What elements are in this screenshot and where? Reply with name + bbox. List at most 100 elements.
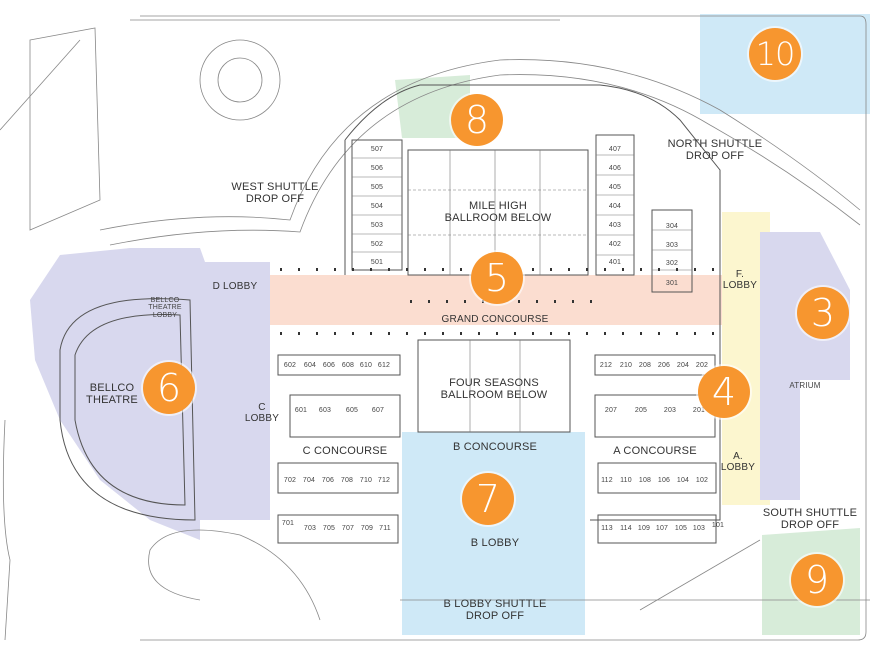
room-103: 103 bbox=[692, 525, 706, 532]
column-dot bbox=[464, 300, 466, 303]
label-d-lobby: D LOBBY bbox=[212, 281, 258, 292]
column-dot bbox=[406, 332, 408, 335]
column-dot bbox=[590, 300, 592, 303]
zone-4-area[interactable] bbox=[722, 212, 770, 505]
room-710: 710 bbox=[359, 477, 373, 484]
label-bellco-theatre: BELLCO THEATRE bbox=[86, 382, 138, 406]
room-706: 706 bbox=[321, 477, 335, 484]
column-dot bbox=[658, 332, 660, 335]
column-dot bbox=[604, 268, 606, 271]
column-dot bbox=[316, 268, 318, 271]
column-dot bbox=[442, 332, 444, 335]
column-dot bbox=[518, 300, 520, 303]
label-c-lobby: C LOBBY bbox=[244, 402, 280, 424]
room-210: 210 bbox=[619, 362, 633, 369]
room-109: 109 bbox=[637, 525, 651, 532]
column-dot bbox=[460, 268, 462, 271]
room-205: 205 bbox=[634, 407, 648, 414]
column-dot bbox=[622, 332, 624, 335]
column-dot bbox=[536, 300, 538, 303]
room-406: 406 bbox=[608, 165, 622, 172]
column-dot bbox=[352, 332, 354, 335]
column-dot bbox=[352, 268, 354, 271]
zone-marker-6[interactable]: 6 bbox=[143, 362, 195, 414]
label-c-concourse: C CONCOURSE bbox=[302, 445, 388, 457]
label-south-shuttle-drop-off: SOUTH SHUTTLE DROP OFF bbox=[762, 507, 858, 531]
room-707: 707 bbox=[341, 525, 355, 532]
label-north-shuttle-drop-off: NORTH SHUTTLE DROP OFF bbox=[667, 138, 763, 162]
column-dot bbox=[676, 268, 678, 271]
column-dot bbox=[460, 332, 462, 335]
room-104: 104 bbox=[676, 477, 690, 484]
column-dot bbox=[280, 332, 282, 335]
column-dot bbox=[658, 268, 660, 271]
zone-marker-3[interactable]: 3 bbox=[797, 287, 849, 339]
label-mile-high-ballroom: MILE HIGH BALLROOM BELOW bbox=[444, 200, 552, 224]
label-f-lobby: F. LOBBY bbox=[722, 269, 758, 291]
room-303: 303 bbox=[665, 242, 679, 249]
column-dot bbox=[676, 332, 678, 335]
room-702: 702 bbox=[283, 477, 297, 484]
column-dot bbox=[410, 300, 412, 303]
room-dividers bbox=[352, 150, 692, 432]
room-712: 712 bbox=[377, 477, 391, 484]
room-402: 402 bbox=[608, 241, 622, 248]
room-701: 701 bbox=[281, 520, 295, 527]
room-101: 101 bbox=[711, 522, 725, 529]
column-dot bbox=[568, 332, 570, 335]
column-dot bbox=[424, 268, 426, 271]
zone-marker-4[interactable]: 4 bbox=[698, 366, 750, 418]
label-b-concourse: B CONCOURSE bbox=[452, 441, 538, 453]
column-dot bbox=[622, 268, 624, 271]
column-dot bbox=[482, 300, 484, 303]
label-atrium: ATRIUM bbox=[789, 381, 821, 390]
room-304: 304 bbox=[665, 223, 679, 230]
room-401: 401 bbox=[608, 259, 622, 266]
room-110: 110 bbox=[620, 477, 632, 484]
room-605: 605 bbox=[345, 407, 359, 414]
column-dot bbox=[280, 268, 282, 271]
zone-marker-7[interactable]: 7 bbox=[462, 473, 514, 525]
column-dot bbox=[442, 268, 444, 271]
zone-marker-10[interactable]: 10 bbox=[749, 28, 801, 80]
column-dot bbox=[388, 268, 390, 271]
label-b-lobby-shuttle-drop-off: B LOBBY SHUTTLE DROP OFF bbox=[443, 598, 547, 622]
column-dot bbox=[586, 268, 588, 271]
room-603: 603 bbox=[318, 407, 332, 414]
room-106: 106 bbox=[657, 477, 671, 484]
column-dot bbox=[550, 332, 552, 335]
room-703: 703 bbox=[303, 525, 317, 532]
column-dot bbox=[586, 332, 588, 335]
column-dot bbox=[496, 332, 498, 335]
room-608: 608 bbox=[341, 362, 355, 369]
label-four-seasons-ballroom: FOUR SEASONS BALLROOM BELOW bbox=[440, 377, 548, 401]
room-502: 502 bbox=[370, 241, 384, 248]
column-dot bbox=[316, 332, 318, 335]
label-b-lobby: B LOBBY bbox=[470, 537, 520, 549]
column-dot bbox=[514, 332, 516, 335]
room-704: 704 bbox=[302, 477, 316, 484]
room-201: 201 bbox=[692, 407, 706, 414]
label-west-shuttle-drop-off: WEST SHUTTLE DROP OFF bbox=[231, 181, 319, 205]
room-208: 208 bbox=[638, 362, 652, 369]
building-walls bbox=[59, 84, 721, 544]
column-dot bbox=[406, 268, 408, 271]
column-dot bbox=[694, 268, 696, 271]
zone-7-area[interactable] bbox=[402, 432, 585, 635]
zone-3-area[interactable] bbox=[760, 232, 850, 500]
label-a-lobby: A. LOBBY bbox=[720, 451, 756, 473]
room-711: 711 bbox=[379, 525, 391, 532]
room-610: 610 bbox=[359, 362, 373, 369]
room-507: 507 bbox=[370, 146, 384, 153]
column-dot bbox=[532, 268, 534, 271]
room-206: 206 bbox=[657, 362, 671, 369]
zone-marker-5[interactable]: 5 bbox=[471, 252, 523, 304]
room-612: 612 bbox=[377, 362, 391, 369]
zone-marker-8[interactable]: 8 bbox=[451, 94, 503, 146]
room-302: 302 bbox=[665, 260, 679, 267]
column-dot bbox=[334, 332, 336, 335]
zone-marker-9[interactable]: 9 bbox=[791, 554, 843, 606]
room-606: 606 bbox=[322, 362, 336, 369]
column-dot bbox=[604, 332, 606, 335]
room-202: 202 bbox=[695, 362, 709, 369]
